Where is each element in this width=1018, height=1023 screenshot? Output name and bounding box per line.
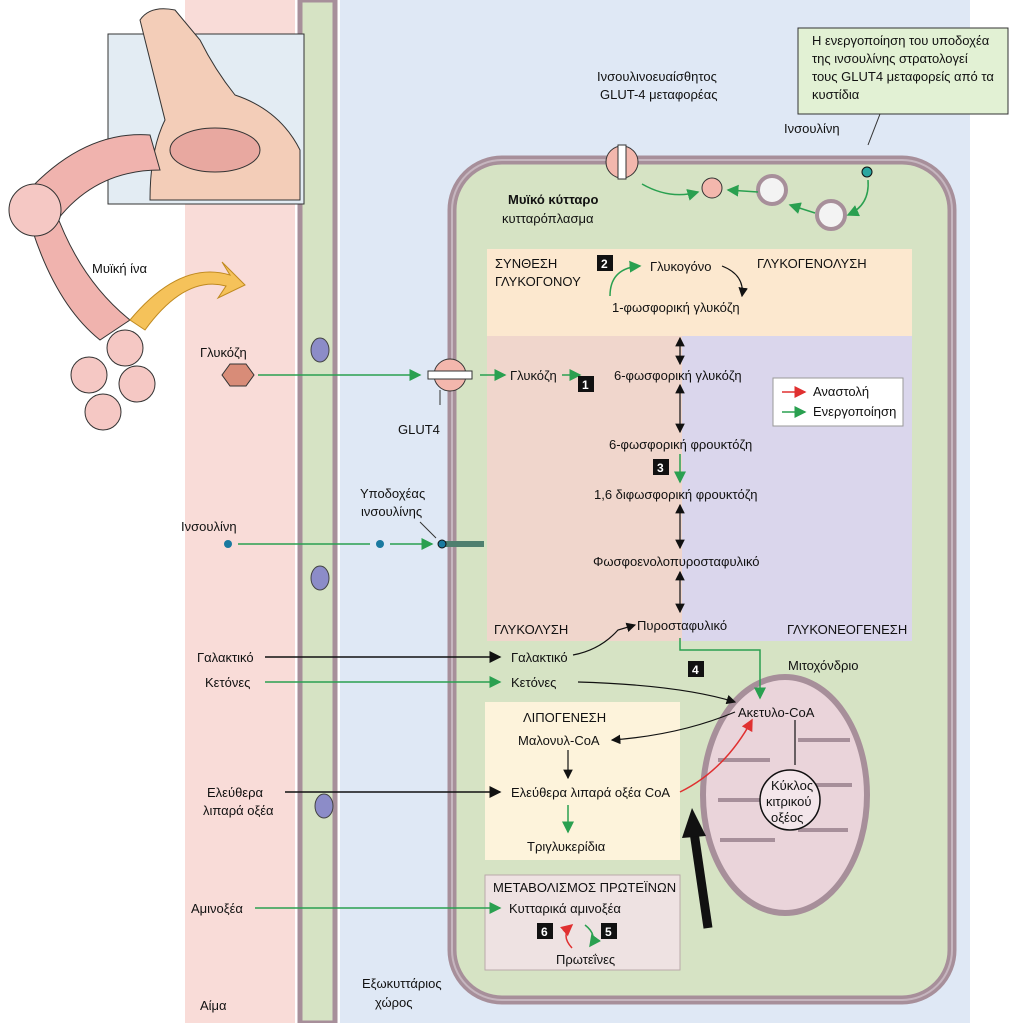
ffa-label-1: Ελεύθερα	[207, 785, 263, 800]
receptor-label-2: ινσουλίνης	[361, 504, 422, 519]
g1p-label: 1-φωσφορική γλυκόζη	[612, 300, 740, 315]
big-black-arrow-icon	[689, 831, 713, 929]
gluconeogenesis-label: ΓΛΥΚΟΝΕΟΓΕΝΕΣΗ	[787, 622, 907, 637]
step-badge-1	[578, 376, 594, 392]
callout-line-3: τους GLUT4 μεταφορείς από τα	[812, 69, 994, 84]
step-badge-3	[653, 459, 669, 475]
vesicle-icon	[815, 199, 847, 231]
f6p-label: 6-φωσφορική φρουκτόζη	[609, 437, 752, 452]
lactate-in-label: Γαλακτικό	[511, 650, 568, 665]
fiber-cross-section	[106, 329, 144, 367]
extracellular-label-1: Εξωκυττάριος	[362, 976, 442, 991]
acetyl-coa-label: Ακετυλο-CoA	[738, 705, 815, 720]
f16bp-label: 1,6 διφωσφορική φρουκτόζη	[594, 487, 757, 502]
glycogen-label: Γλυκογόνο	[650, 259, 712, 274]
krebs-label-3: οξέος	[771, 810, 803, 825]
pyruvate-label: Πυροσταφυλικό	[637, 618, 727, 633]
fiber-cross-section	[118, 365, 156, 403]
step-6-number: 6	[541, 925, 548, 939]
krebs-label-2: κιτρικού	[766, 794, 812, 809]
step-badge-5	[601, 923, 617, 939]
glut4-channel	[617, 144, 627, 180]
glycogen-synthesis-box	[487, 249, 682, 336]
glycogen-synthesis-label-1: ΣΥΝΘΕΣΗ	[495, 256, 557, 271]
insulin-receptor-icon	[861, 166, 873, 178]
biceps-muscle	[169, 127, 261, 173]
fiber-cross-section	[84, 393, 122, 431]
callout-box	[797, 27, 1009, 115]
krebs-label-1: Κύκλος	[771, 778, 813, 793]
ffa-label-2: λιπαρά οξέα	[203, 803, 274, 818]
extracellular-label-2: χώρος	[375, 995, 413, 1010]
endothelial-nucleus	[310, 565, 330, 591]
g6p-label: 6-φωσφορική γλυκόζη	[614, 368, 742, 383]
ketones-in-label: Κετόνες	[511, 675, 556, 690]
endothelial-nucleus	[310, 337, 330, 363]
muscle-fiber-label: Μυϊκή ίνα	[92, 261, 148, 276]
malonyl-coa-label: Μαλονυλ-CoA	[518, 733, 600, 748]
glucose-icon	[221, 363, 255, 387]
pep-label: Φωσφοενολοπυροσταφυλικό	[593, 554, 760, 569]
insulin-label: Ινσουλίνη	[181, 519, 237, 534]
step-4-number: 4	[692, 663, 699, 677]
fiber-cross-section	[70, 356, 108, 394]
glycogen-synthesis-label-2: ΓΛΥΚΟΓΟΝΟΥ	[495, 274, 581, 289]
cell-membrane	[451, 159, 953, 1001]
ffa-coa-label: Ελεύθερα λιπαρά οξέα CoA	[511, 785, 670, 800]
arrow-to-capillary-icon	[129, 261, 246, 331]
step-3-number: 3	[657, 461, 664, 475]
protein-metabolism-box	[484, 874, 681, 971]
krebs-cycle-circle	[759, 769, 821, 831]
blood-label: Αίμα	[200, 998, 227, 1013]
endothelial-nucleus	[314, 793, 334, 819]
step-5-number: 5	[605, 925, 612, 939]
ketones-label: Κετόνες	[205, 675, 250, 690]
lipogenesis-label: ΛΙΠΟΓΕΝΕΣΗ	[523, 710, 606, 725]
aminoacids-label: Αμινοξέα	[191, 901, 243, 916]
insulin-molecule-icon	[224, 540, 232, 548]
lipogenesis-box	[485, 702, 680, 860]
protein-metabolism-label: ΜΕΤΑΒΟΛΙΣΜΟΣ ΠΡΩΤΕΪΝΩΝ	[493, 880, 676, 895]
callout-line-1: Η ενεργοποίηση του υποδοχέα	[812, 33, 990, 48]
lactate-label: Γαλακτικό	[197, 650, 254, 665]
transporter-label-2: GLUT-4 μεταφορέας	[600, 87, 718, 102]
capillary-wall	[297, 0, 338, 1023]
step-badge-4	[688, 661, 704, 677]
muscle-fiber-bundle	[24, 204, 131, 341]
cell-subtitle: κυτταρόπλασμα	[502, 211, 594, 226]
cell-title: Μυϊκό κύτταρο	[508, 192, 598, 207]
step-2-number: 2	[601, 257, 608, 271]
mitochondrion-label: Μιτοχόνδριο	[788, 658, 859, 673]
callout-line-2: της ινσουλίνης στρατολογεί	[812, 51, 968, 66]
cell-aminoacids-label: Κυτταρικά αμινοξέα	[509, 901, 621, 916]
legend-inhibition-label: Αναστολή	[813, 384, 869, 399]
legend-activation-label: Ενεργοποίηση	[813, 404, 896, 419]
glut4-label: GLUT4	[398, 422, 440, 437]
vesicle-icon	[701, 177, 723, 199]
step-badge-2	[597, 255, 613, 271]
fiber-cross-section	[8, 183, 62, 237]
glucose-in-label: Γλυκόζη	[510, 368, 557, 383]
mitochondrion-cristae	[718, 738, 852, 842]
callout-line-4: κυστίδια	[812, 87, 860, 102]
glycogenolysis-label: ΓΛΥΚΟΓΕΝΟΛΥΣΗ	[757, 256, 867, 271]
insulin-molecule-icon	[376, 540, 384, 548]
step-badge-6	[537, 923, 553, 939]
glucose-label: Γλυκόζη	[200, 345, 247, 360]
top-insulin-label: Ινσουλίνη	[784, 121, 840, 136]
transporter-label-1: Ινσουλινοευαίσθητος	[597, 69, 717, 84]
receptor-label-1: Υποδοχέας	[360, 486, 425, 501]
glycogenolysis-box	[682, 249, 912, 336]
step-1-number: 1	[582, 378, 589, 392]
triglycerides-label: Τριγλυκερίδια	[527, 839, 606, 854]
glycolysis-label: ΓΛΥΚΟΛΥΣΗ	[494, 622, 568, 637]
vesicle-icon	[756, 174, 788, 206]
proteins-label: Πρωτεΐνες	[556, 952, 615, 967]
